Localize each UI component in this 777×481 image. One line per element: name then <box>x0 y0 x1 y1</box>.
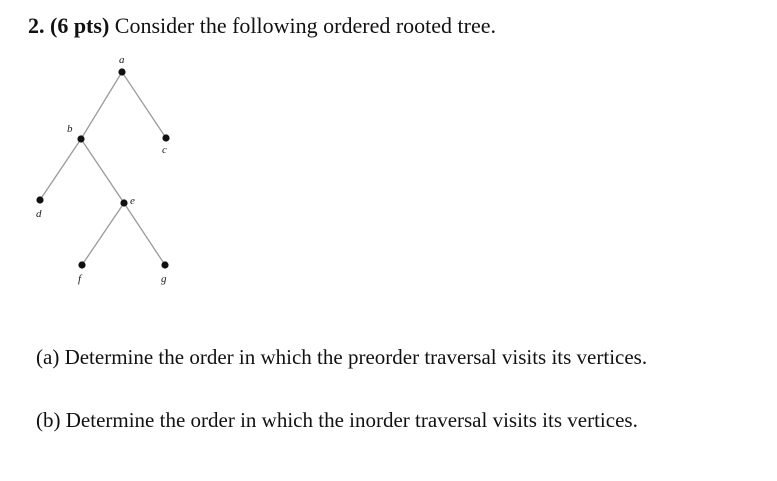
part-a: (a) Determine the order in which the pre… <box>36 345 647 369</box>
label-e: e <box>130 195 135 207</box>
node-b <box>77 135 85 143</box>
node-c <box>162 134 170 142</box>
edge-b-e <box>80 138 125 204</box>
label-b: b <box>67 123 73 135</box>
edge-e-g <box>123 202 166 266</box>
question-header: 2. (6 pts) Consider the following ordere… <box>28 13 496 39</box>
node-g <box>161 261 169 269</box>
label-c: c <box>162 144 167 156</box>
label-g: g <box>161 273 167 285</box>
edge-e-f <box>81 202 125 266</box>
edge-a-b <box>80 71 123 140</box>
tree-edges <box>39 71 167 266</box>
part-b-text: Determine the order in which the inorder… <box>65 408 638 432</box>
edge-b-d <box>39 138 82 201</box>
label-f: f <box>78 273 83 285</box>
label-d: d <box>36 208 42 220</box>
part-a-label: (a) <box>36 345 60 369</box>
tree-nodes <box>36 68 170 269</box>
question-points: (6 pts) <box>50 13 110 38</box>
edge-a-c <box>121 71 167 139</box>
question-prompt: Consider the following ordered rooted tr… <box>114 13 496 38</box>
node-a <box>118 68 126 76</box>
tree-labels: a b c d e f g <box>36 54 167 285</box>
part-a-text: Determine the order in which the preorde… <box>64 345 648 369</box>
node-f <box>78 261 86 269</box>
part-b: (b) Determine the order in which the ino… <box>36 408 638 432</box>
part-b-label: (b) <box>36 408 61 432</box>
node-e <box>120 199 128 207</box>
question-number: 2. <box>28 13 45 38</box>
node-d <box>36 196 44 204</box>
label-a: a <box>119 54 125 66</box>
